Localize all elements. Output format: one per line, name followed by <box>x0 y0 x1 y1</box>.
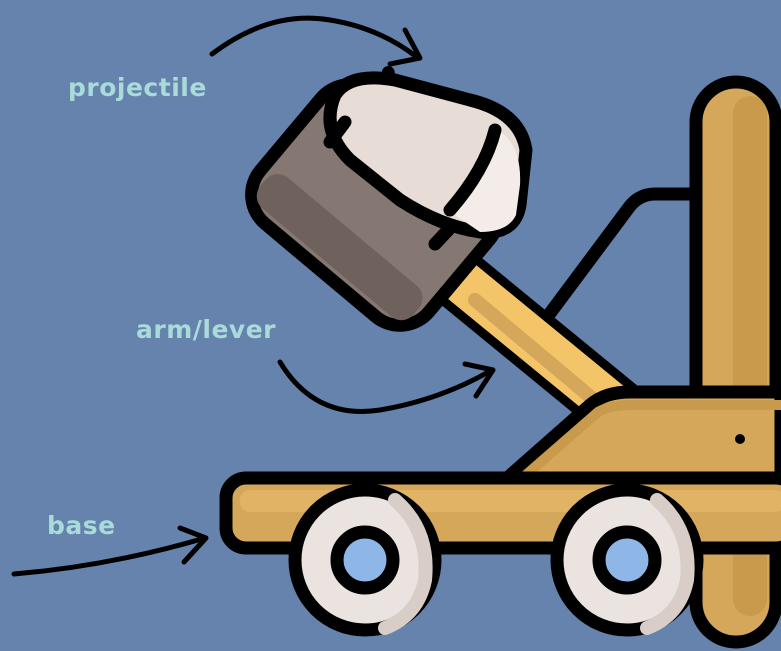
arrow-icon <box>277 359 496 414</box>
arm-lever-label: arm/lever <box>136 315 276 344</box>
catapult-icon <box>219 66 781 649</box>
fulcrum-block <box>498 385 781 487</box>
wheel-rear <box>550 483 704 637</box>
wheel-front <box>288 483 442 637</box>
projectile-label: projectile <box>68 73 207 102</box>
projectile-stone <box>323 71 533 239</box>
rope <box>538 187 752 327</box>
base-label: base <box>47 511 116 540</box>
arrow-icon <box>11 525 209 577</box>
arrow-icon <box>209 15 423 67</box>
